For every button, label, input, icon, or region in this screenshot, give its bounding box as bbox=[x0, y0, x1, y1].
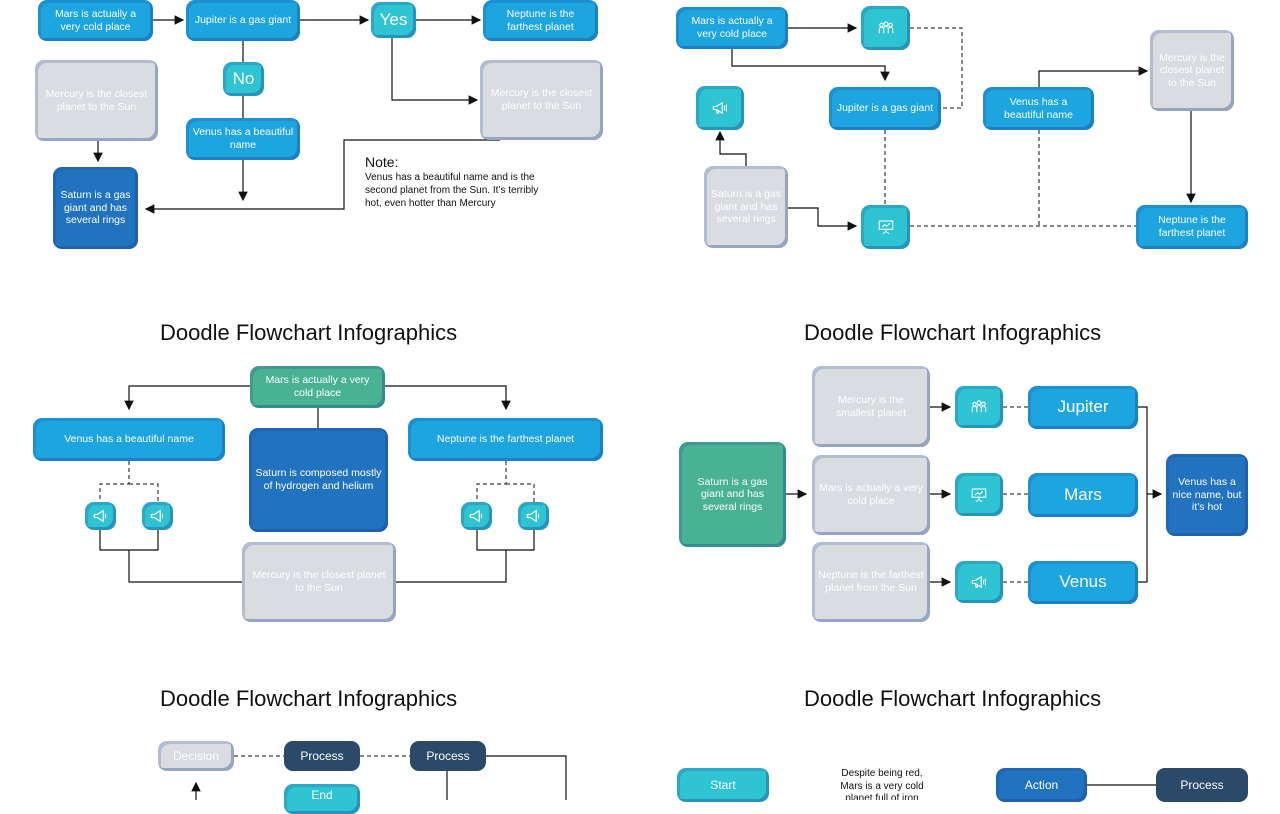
mars-box[interactable]: Mars is actually a very cold place bbox=[250, 366, 385, 408]
megaphone-icon[interactable] bbox=[85, 502, 116, 530]
presentation-icon[interactable] bbox=[861, 205, 910, 249]
mars-box[interactable]: Mars bbox=[1028, 473, 1138, 517]
note-title: Note: bbox=[365, 154, 399, 170]
mercury-box[interactable]: Mercury is the smallest planet bbox=[812, 366, 930, 447]
jupiter-box[interactable]: Jupiter is a gas giant bbox=[829, 87, 941, 130]
mars-box[interactable]: Mars is actually a very cold place bbox=[676, 7, 788, 49]
mars-small-box[interactable]: Mars is actually a very cold place bbox=[812, 455, 930, 535]
process-box-1[interactable]: Process bbox=[284, 741, 360, 771]
process-box[interactable]: Process bbox=[1156, 768, 1248, 802]
team-icon[interactable] bbox=[861, 6, 910, 50]
venus-note-box[interactable]: Venus has a nice name, but it’s hot bbox=[1166, 454, 1248, 536]
team-icon[interactable] bbox=[955, 386, 1003, 428]
saturn-box[interactable]: Saturn is a gas giant and has several ri… bbox=[704, 166, 788, 248]
slide-title: Doodle Flowchart Infographics bbox=[160, 686, 458, 711]
mercury-left-box[interactable]: Mercury is the closest planet to the Sun bbox=[35, 60, 158, 141]
decision-box[interactable]: Decision bbox=[158, 741, 234, 771]
neptune-box[interactable]: Neptune is the farthest planet bbox=[483, 0, 598, 41]
presentation-icon[interactable] bbox=[955, 473, 1003, 516]
yes-decision[interactable]: Yes bbox=[371, 2, 416, 38]
saturn-box[interactable]: Saturn is a gas giant and has several ri… bbox=[53, 167, 138, 249]
megaphone-icon[interactable] bbox=[955, 561, 1003, 603]
process-box-2[interactable]: Process bbox=[410, 741, 486, 771]
megaphone-icon[interactable] bbox=[518, 502, 549, 530]
neptune-box[interactable]: Neptune is the farthest planet from the … bbox=[812, 542, 930, 622]
mars-note: Despite being red, Mars is a very cold p… bbox=[840, 768, 924, 800]
mercury-right-box[interactable]: Mercury is the closest planet to the Sun bbox=[480, 60, 603, 140]
action-box[interactable]: Action bbox=[996, 768, 1087, 802]
slide-title: Doodle Flowchart Infographics bbox=[804, 686, 1102, 711]
megaphone-icon[interactable] bbox=[461, 502, 492, 530]
megaphone-icon[interactable] bbox=[696, 86, 744, 130]
mercury-box[interactable]: Mercury is the closest planet to the Sun bbox=[1150, 30, 1234, 111]
venus-box[interactable]: Venus bbox=[1028, 561, 1138, 604]
note-body: Venus has a beautiful name and is the se… bbox=[365, 172, 539, 209]
jupiter-box[interactable]: Jupiter is a gas giant bbox=[186, 0, 300, 41]
neptune-box[interactable]: Neptune is the farthest planet bbox=[408, 418, 603, 461]
saturn-box[interactable]: Saturn is composed mostly of hydrogen an… bbox=[249, 428, 388, 532]
megaphone-icon[interactable] bbox=[142, 502, 173, 530]
saturn-box[interactable]: Saturn is a gas giant and has several ri… bbox=[679, 442, 786, 547]
neptune-box[interactable]: Neptune is the farthest planet bbox=[1136, 205, 1248, 249]
jupiter-box[interactable]: Jupiter bbox=[1028, 386, 1138, 429]
end-box[interactable]: End bbox=[284, 784, 360, 814]
venus-box[interactable]: Venus has a beautiful name bbox=[983, 87, 1094, 130]
venus-box[interactable]: Venus has a beautiful name bbox=[186, 118, 300, 160]
start-box[interactable]: Start bbox=[677, 768, 769, 802]
mars-box[interactable]: Mars is actually a very cold place bbox=[38, 0, 153, 41]
mercury-box[interactable]: Mercury is the closest planet to the Sun bbox=[242, 542, 396, 622]
venus-box[interactable]: Venus has a beautiful name bbox=[33, 418, 225, 461]
no-decision[interactable]: No bbox=[223, 62, 264, 96]
slide-title: Doodle Flowchart Infographics bbox=[160, 320, 458, 345]
slide-title: Doodle Flowchart Infographics bbox=[804, 320, 1102, 345]
